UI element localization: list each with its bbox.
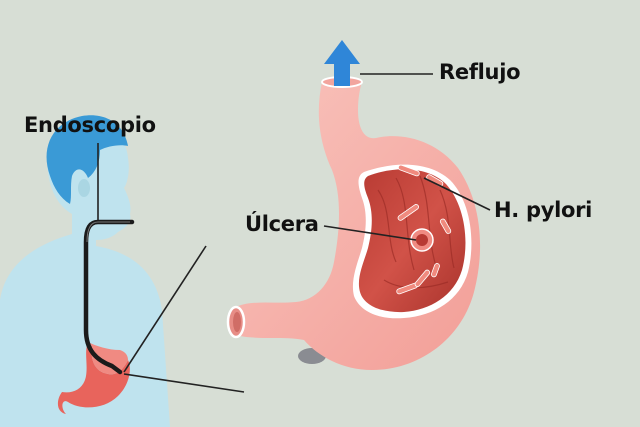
endoscopio-label: Endoscopio bbox=[24, 113, 156, 137]
large-stomach bbox=[226, 76, 481, 370]
h-pylori-label: H. pylori bbox=[494, 198, 593, 222]
hpylori-pointer bbox=[423, 177, 491, 211]
ear bbox=[78, 179, 90, 197]
small-stomach bbox=[57, 342, 130, 414]
arrow-up-icon bbox=[324, 40, 360, 86]
ulcera-pointer bbox=[323, 225, 417, 241]
hair bbox=[46, 115, 128, 204]
duodenum-hole bbox=[233, 312, 241, 332]
human-figure bbox=[0, 115, 170, 427]
reflujo-label: Reflujo bbox=[439, 60, 521, 84]
zoom-line-top bbox=[123, 245, 207, 373]
bacteria bbox=[396, 164, 452, 295]
endoscope-tube-highlight bbox=[86, 221, 130, 243]
small-stomach-top bbox=[88, 342, 128, 375]
zoom-line-bottom bbox=[123, 373, 245, 393]
ulcera-label: Úlcera bbox=[245, 212, 319, 236]
